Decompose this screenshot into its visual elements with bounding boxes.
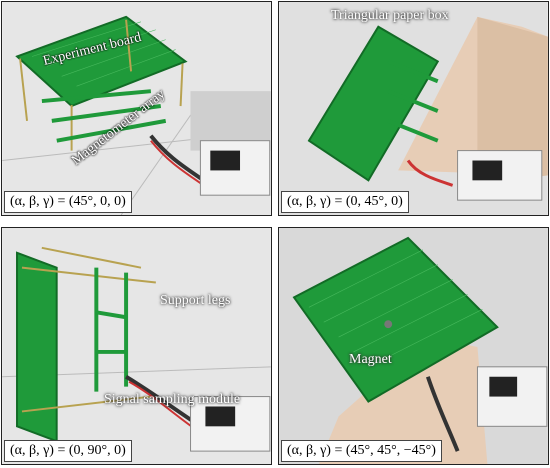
photo-panel-1: Experiment board Magnetometer array (α, …	[1, 1, 272, 216]
photo-panel-4: Magnet (α, β, γ) = (45°, 45°, −45°)	[278, 227, 549, 465]
photo-panel-3: Support legs Signal sampling module (α, …	[1, 227, 272, 465]
photo-1	[2, 2, 271, 215]
label-signal-sampling-module: Signal sampling module	[104, 392, 241, 407]
photo-2	[279, 2, 548, 215]
label-support-legs: Support legs	[160, 293, 231, 308]
caption-panel-3: (α, β, γ) = (0, 90°, 0)	[4, 440, 132, 462]
caption-panel-2: (α, β, γ) = (0, 45°, 0)	[281, 191, 409, 213]
caption-panel-4: (α, β, γ) = (45°, 45°, −45°)	[281, 440, 442, 462]
caption-panel-1: (α, β, γ) = (45°, 0, 0)	[4, 191, 132, 213]
photo-3	[2, 228, 271, 464]
label-triangular-paper-box: Triangular paper box	[331, 8, 449, 23]
label-magnet: Magnet	[349, 352, 392, 367]
photo-panel-2: Triangular paper box (α, β, γ) = (0, 45°…	[278, 1, 549, 216]
photo-4	[279, 228, 548, 464]
